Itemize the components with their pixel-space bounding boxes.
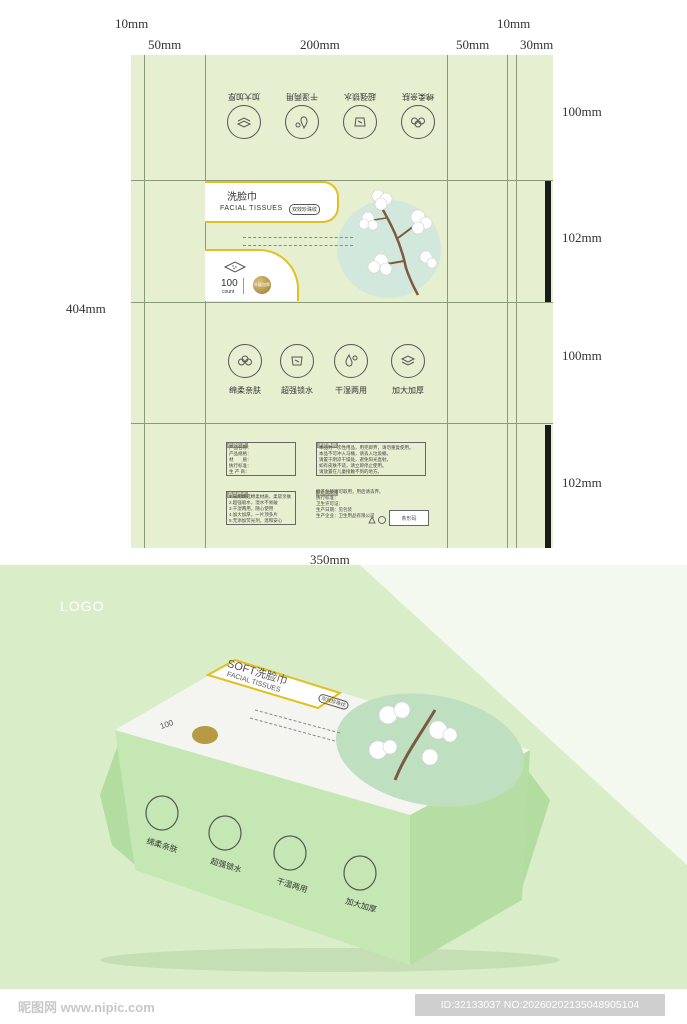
dim-glue: 30mm	[520, 37, 554, 52]
dim-side-right: 50mm	[456, 37, 490, 52]
dim-row-1: 100mm	[562, 104, 602, 119]
feature-label: 绵柔亲肤	[229, 386, 261, 395]
feature-line: 1.采用精选棉柔材质，柔软亲肤	[229, 494, 292, 499]
tissue-icon	[223, 261, 247, 273]
barcode-box: 条形码	[389, 510, 429, 526]
wet-dry-icon	[334, 344, 368, 378]
info-line: 产品名称：	[229, 445, 252, 450]
info-line: 产品规格：	[229, 451, 252, 456]
wet-dry-icon	[285, 105, 319, 139]
dim-total-width: 350mm	[310, 552, 350, 567]
info-line: 材 质：	[229, 457, 252, 462]
count-number: 100	[221, 278, 238, 289]
watermark-id: ID:32133037 NO:20260202135048905104	[440, 999, 640, 1011]
dim-top-right-margin: 10mm	[497, 16, 531, 31]
info-box: 产品名称： 产品规格： 材 质： 执行标准： 生 产 商：	[226, 442, 296, 476]
mockup-background: LOGO SOFT洗脸巾 FACIAL TISSUES 双效珍珠纹 100 绵柔…	[0, 565, 687, 989]
watermark-site: 昵图网 www.nipic.com	[18, 1000, 155, 1015]
info-line: 执行标准：	[229, 463, 252, 468]
notes-line: 请置于阴凉干燥处，避免阳光直射。	[319, 457, 391, 462]
upgrade-seal-text: 升级加厚	[254, 282, 270, 287]
water-lock-icon	[343, 105, 377, 139]
fold-line	[131, 302, 553, 303]
usage-line: 生产企业：卫生用品有限公司	[316, 513, 375, 518]
mockup-scene	[0, 565, 687, 989]
usage-line: 执行标准：	[316, 495, 339, 500]
feature-label: 加大加厚	[228, 92, 260, 101]
feature-box: 1.采用精选棉柔材质，柔软亲肤 2.超强吸水，湿水不易破 3.干湿两用，随心使用…	[226, 491, 296, 525]
dim-row-4: 102mm	[562, 475, 602, 490]
product-badge: 双效珍珠纹	[289, 204, 321, 215]
barcode-label: 条形码	[401, 515, 417, 522]
count-card: 100 count 升级加厚	[205, 249, 299, 301]
fold-line	[516, 55, 517, 548]
feature-label: 加大加厚	[392, 386, 424, 395]
info-line: 生 产 商：	[229, 469, 250, 474]
notes-line: 本品不可冲入马桶，请丢入垃圾桶。	[319, 451, 391, 456]
feature-line: 3.干湿两用，随心使用	[229, 506, 274, 511]
usage-block: 撕开包装即可取用，用后请丢弃。 执行标准： 卫生许可证： 生产日期：见包装 生产…	[316, 489, 384, 519]
feature-line: 2.超强吸水，湿水不易破	[229, 500, 278, 505]
dieline: 加大加厚 干湿两用 超强锁水 绵柔亲肤 洗脸巾 FACIAL TISSUES 双…	[131, 55, 553, 548]
cotton-branch-icon	[358, 189, 438, 296]
usage-tag: 使用方法	[316, 490, 338, 496]
fold-line	[131, 180, 553, 181]
watermark-bar: 昵图网 www.nipic.com ID:32133037 NO:2026020…	[0, 989, 687, 1024]
count-unit: count	[222, 289, 235, 295]
dim-front: 200mm	[300, 37, 340, 52]
dim-side-left: 50mm	[148, 37, 182, 52]
feature-line: 5.无添加荧光剂，温和安心	[229, 518, 283, 523]
usage-line: 卫生许可证：	[316, 501, 343, 506]
dim-top-left-margin: 10mm	[115, 16, 149, 31]
notes-box: 本品为一次性用品，用完即弃，请勿重复使用。 本品不可冲入马桶，请丢入垃圾桶。 请…	[316, 442, 426, 476]
watermark-id-box: ID:32133037 NO:20260202135048905104	[415, 994, 665, 1016]
seal-strip	[545, 425, 551, 548]
feature-label: 干湿两用	[335, 386, 367, 395]
recycle-icon	[368, 516, 386, 524]
upgrade-seal: 升级加厚	[253, 276, 271, 294]
feature-label: 干湿两用	[286, 92, 318, 101]
notes-line: 如有皮肤不适，请立即停止使用。	[319, 463, 387, 468]
feature-label: 超强锁水	[344, 92, 376, 101]
notes-line: 本品为一次性用品，用完即弃，请勿重复使用。	[319, 445, 414, 450]
seal-strip	[545, 181, 551, 302]
fold-line	[205, 55, 206, 548]
fold-line	[131, 423, 553, 424]
usage-line: 撕开包装即可取用，用后请丢弃。	[316, 489, 384, 494]
divider	[243, 278, 244, 294]
dim-row-3: 100mm	[562, 348, 602, 363]
tear-line	[243, 245, 353, 246]
product-title-cn: 洗脸巾	[227, 192, 257, 203]
fold-line	[507, 55, 508, 548]
logo-placeholder: LOGO	[60, 598, 105, 614]
front-label: 洗脸巾 FACIAL TISSUES 双效珍珠纹	[205, 181, 339, 223]
tear-line	[243, 237, 353, 238]
feature-label: 超强锁水	[281, 386, 313, 395]
notes-line: 请放置在儿童接触不到的地方。	[319, 469, 382, 474]
dim-row-2: 102mm	[562, 230, 602, 245]
notes-tag: 注意事项	[316, 442, 338, 448]
info-tag: 产品信息	[226, 442, 248, 448]
layers-icon	[391, 344, 425, 378]
product-title-en: FACIAL TISSUES	[220, 205, 283, 212]
dim-total-height: 404mm	[66, 301, 106, 316]
layers-icon	[227, 105, 261, 139]
feature-tag: 产品特点	[226, 492, 248, 498]
feature-line: 4.加大加厚，一片顶多片	[229, 512, 278, 517]
cotton-icon	[228, 344, 262, 378]
fold-line	[144, 55, 145, 548]
fold-line	[447, 55, 448, 548]
water-lock-icon	[280, 344, 314, 378]
feature-label: 绵柔亲肤	[402, 92, 434, 101]
usage-line: 生产日期：见包装	[316, 507, 352, 512]
cotton-icon	[401, 105, 435, 139]
